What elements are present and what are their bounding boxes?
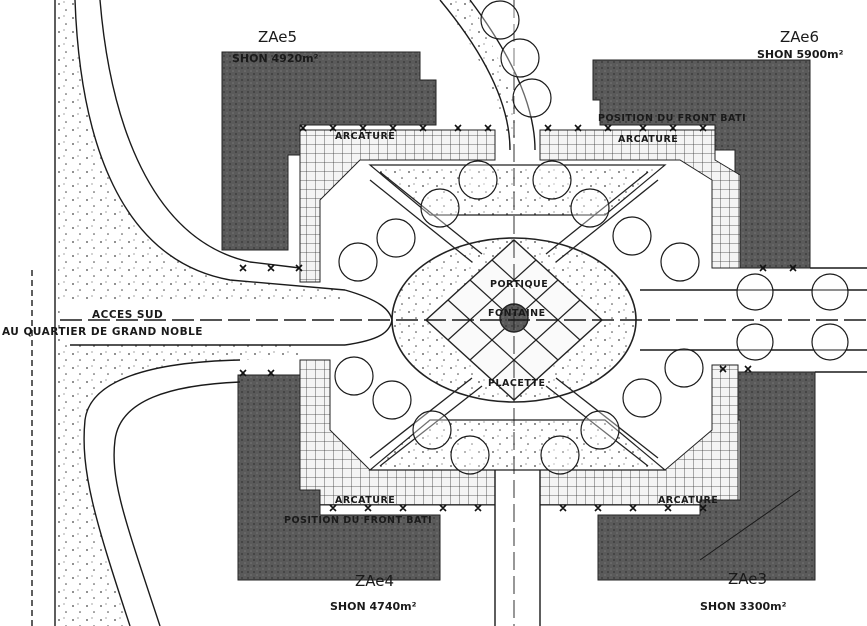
frontage-markers	[239, 124, 797, 512]
zone-label-zae5: ZAe5	[258, 28, 297, 46]
building-zae3	[597, 371, 816, 581]
diagonal-alleys	[369, 171, 659, 467]
gardens	[368, 164, 667, 471]
fontaine-label: FONTAINE	[488, 308, 546, 319]
arcature-label-se: ARCATURE	[658, 495, 718, 506]
arcature-label-nw: ARCATURE	[335, 131, 395, 142]
zone-label-zae6: ZAe6	[780, 28, 819, 46]
zone-label-zae3: ZAe3	[728, 570, 767, 588]
arcature-label-sw: ARCATURE	[335, 495, 395, 506]
roads	[31, 0, 867, 626]
zone-label-zae4: ZAe4	[355, 572, 394, 590]
buildings	[221, 51, 816, 581]
acces-sud-label: ACCES SUD	[92, 309, 163, 321]
zone-shon-zae5: SHON 4920m²	[232, 52, 319, 65]
zone-shon-zae4: SHON 4740m²	[330, 600, 417, 613]
arcature-label-ne: ARCATURE	[618, 134, 678, 145]
front-bati-label-ne: POSITION DU FRONT BATI	[598, 113, 746, 124]
trees	[334, 0, 849, 475]
labels: ZAe5 SHON 4920m² ZAe6 SHON 5900m² ZAe4 S…	[2, 28, 844, 613]
portique-label: PORTIQUE	[490, 279, 548, 290]
placette-label: PLACETTE	[488, 378, 546, 389]
front-bati-label-sw: POSITION DU FRONT BATI	[284, 515, 432, 526]
zone-shon-zae3: SHON 3300m²	[700, 600, 787, 613]
road-verges	[55, 0, 520, 626]
quartier-label: AU QUARTIER DE GRAND NOBLE	[2, 326, 203, 338]
zone-shon-zae6: SHON 5900m²	[757, 48, 844, 61]
